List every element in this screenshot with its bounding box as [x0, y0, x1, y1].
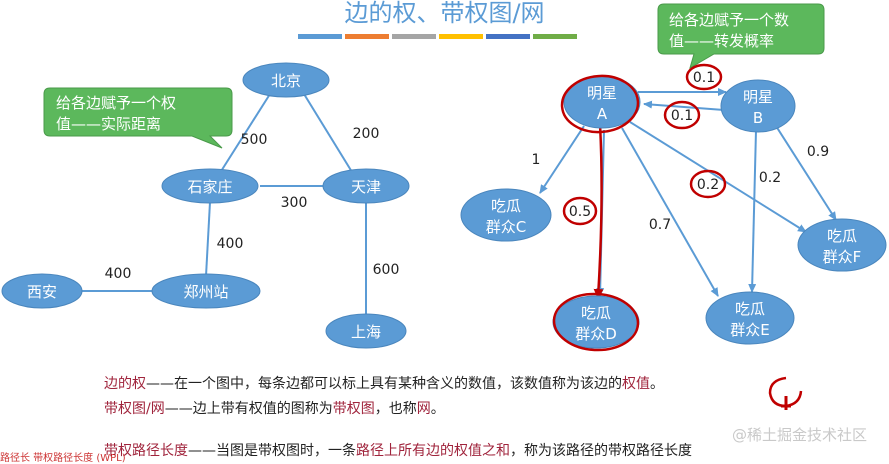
definition-path-length-end: ，称为该路径的带权路径长度: [510, 443, 692, 459]
node-shanghai-label: 上海: [351, 323, 381, 341]
weight-a-d: 0.5: [569, 204, 591, 220]
circle-quanzhi: [768, 376, 803, 408]
edge-a-f: [629, 121, 807, 233]
node-f-line1: 吃瓜: [827, 227, 857, 245]
edge-beijing-shijiazhuang: [217, 93, 271, 177]
corner-clipped-text: 路径长 带权路径长度 (WPL): [0, 453, 126, 464]
edge-b-f: [775, 125, 837, 221]
edge-shijiazhuang-zhengzhou: [205, 201, 211, 277]
node-shijiazhuang: 石家庄: [161, 168, 259, 204]
node-a-line1: 明星: [587, 84, 617, 102]
circle-node-a: [560, 74, 640, 134]
definition-edge-weight: 边的权——在一个图中，每条边都可以标上具有某种含义的数值，该数值称为该边的权值。: [104, 373, 664, 393]
red-annotation-circles: [552, 63, 803, 410]
node-zhengzhou: 郑州站: [151, 273, 261, 309]
weight-beijing-tianjin: 200: [353, 126, 380, 142]
node-f-line2: 群众F: [823, 248, 862, 266]
definition-weighted-graph-period: 。: [430, 401, 445, 417]
node-d: 吃瓜 群众D: [552, 295, 640, 349]
title-bar-segment: [392, 34, 436, 39]
title-bar-segment: [486, 34, 530, 39]
left-graph-edges: [78, 93, 367, 314]
weight-a-c: 1: [532, 152, 541, 168]
definition-weighted-graph: 带权图/网——边上带有权值的图称为带权图，也称网。: [104, 398, 445, 418]
node-b: 明星 B: [720, 79, 796, 133]
edge-a-c: [539, 125, 585, 194]
node-e-line1: 吃瓜: [735, 300, 765, 318]
circle-weight-a-b: [685, 63, 723, 91]
circle-weight-b-a: [663, 100, 701, 130]
weight-b-f: 0.9: [807, 144, 829, 160]
weight-shijiazhuang-tianjin: 300: [281, 195, 308, 211]
title-bar-segment: [345, 34, 389, 39]
node-b-line2: B: [753, 109, 763, 127]
highlight-path-a-d: [593, 123, 604, 299]
circle-quanzhi-tail: [781, 396, 791, 410]
edge-a-e: [621, 127, 719, 297]
node-xian-label: 西安: [27, 283, 57, 301]
node-d-line2: 群众D: [575, 325, 617, 343]
term-weight-value: 权值: [622, 376, 650, 392]
term-network: 网: [416, 401, 431, 417]
term-edge-weight: 边的权: [104, 376, 146, 392]
left-callout: 给各边赋予一个权 值——实际距离: [43, 87, 233, 149]
node-beijing-label: 北京: [271, 72, 301, 90]
edge-b-a: [643, 100, 725, 111]
right-callout-line2: 值——转发概率: [669, 32, 774, 50]
node-c: 吃瓜 群众C: [460, 188, 552, 242]
term-weighted-graph: 带权图/网: [104, 401, 165, 417]
title-underline-bar: [298, 34, 577, 39]
node-beijing: 北京: [242, 62, 330, 98]
circle-weight-a-f: [689, 169, 727, 199]
title-bar-segment: [298, 34, 342, 39]
node-c-line1: 吃瓜: [491, 197, 521, 215]
weight-xian-zhengzhou: 400: [105, 266, 132, 282]
definition-path-length-body: ——当图是带权图时，一条: [188, 443, 356, 459]
node-xian: 西安: [1, 273, 83, 309]
weight-a-f: 0.2: [697, 177, 719, 193]
node-zhengzhou-label: 郑州站: [183, 283, 228, 301]
right-callout: 给各边赋予一个数 值——转发概率: [657, 3, 825, 70]
node-e-line2: 群众E: [730, 321, 769, 339]
node-tianjin-label: 天津: [351, 178, 381, 196]
left-callout-line1: 给各边赋予一个权: [56, 94, 176, 112]
node-c-line2: 群众C: [486, 218, 526, 236]
node-shijiazhuang-label: 石家庄: [187, 178, 232, 196]
edge-b-e: [748, 129, 757, 293]
definition-weighted-graph-mid: ，也称: [374, 401, 417, 417]
circle-weight-a-d: [562, 196, 598, 226]
watermark: @稀土掘金技术社区: [732, 426, 868, 444]
node-b-line1: 明星: [743, 88, 773, 106]
weight-tianjin-shanghai: 600: [373, 262, 400, 278]
definition-edge-weight-period: 。: [650, 376, 664, 392]
term-sum-of-weights: 路径上所有边的权值之和: [356, 443, 510, 459]
weight-shijiazhuang-zhengzhou: 400: [217, 236, 244, 252]
node-e: 吃瓜 群众E: [705, 291, 795, 345]
left-callout-line2: 值——实际距离: [56, 115, 161, 133]
node-f: 吃瓜 群众F: [797, 218, 887, 272]
term-weighted-graph-em: 带权图: [332, 401, 375, 417]
title-bar-segment: [533, 34, 577, 39]
definition-weighted-path-length: 带权路径长度——当图是带权图时，一条路径上所有边的权值之和，称为该路径的带权路径…: [104, 440, 692, 460]
weight-b-e: 0.2: [759, 170, 781, 186]
definition-edge-weight-body: ——在一个图中，每条边都可以标上具有某种含义的数值，该数值称为该边的: [146, 376, 622, 392]
definition-weighted-graph-body: ——边上带有权值的图称为: [164, 401, 333, 417]
weight-a-b: 0.1: [693, 70, 715, 86]
node-shanghai: 上海: [325, 313, 407, 349]
right-callout-line1: 给各边赋予一个数: [669, 11, 789, 29]
edge-beijing-tianjin: [303, 93, 353, 173]
node-d-line1: 吃瓜: [581, 304, 611, 322]
weight-a-e: 0.7: [649, 217, 671, 233]
node-a-line2: A: [597, 105, 608, 123]
weight-beijing-shijiazhuang: 500: [241, 132, 268, 148]
title-bar-segment: [439, 34, 483, 39]
page-title: 边的权、带权图/网: [344, 0, 545, 27]
circle-node-d: [552, 292, 640, 352]
weight-b-a: 0.1: [671, 108, 693, 124]
node-tianjin: 天津: [322, 168, 410, 204]
term-weighted-path-length: 带权路径长度: [104, 443, 188, 459]
